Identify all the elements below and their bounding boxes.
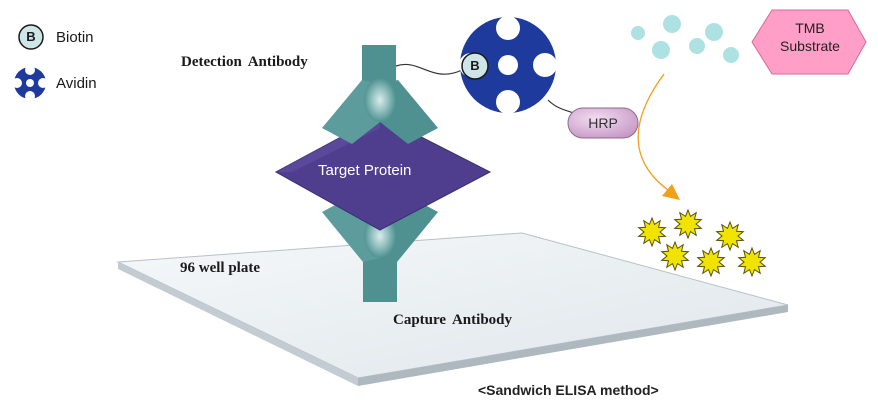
biotin-linker — [395, 63, 463, 75]
biotin-bound — [461, 52, 489, 80]
legend-biotin-label: Biotin — [56, 29, 94, 46]
target-protein-label: Target Protein — [318, 162, 412, 179]
product-star — [673, 208, 703, 240]
detection-antibody — [322, 45, 438, 144]
product-star — [660, 240, 690, 272]
biotin-circle-icon — [18, 24, 44, 50]
hrp-label: HRP — [588, 115, 618, 131]
product-star — [715, 220, 745, 252]
substrate-dots — [631, 15, 739, 63]
product-star — [737, 246, 767, 278]
hrp-enzyme — [567, 107, 639, 139]
tmb-substrate-hexagon — [751, 9, 867, 75]
plate-label: 96 well plate — [180, 260, 260, 276]
avidin-complex — [459, 16, 557, 114]
biotin-bound-symbol: B — [470, 58, 480, 73]
well-plate — [116, 232, 789, 386]
legend-avidin-label: Avidin — [56, 75, 97, 92]
tmb-label-line2: Substrate — [780, 38, 840, 54]
reaction-arrow — [637, 73, 680, 200]
legend-biotin-symbol: B — [26, 29, 36, 44]
detection-antibody-label: Detection Antibody — [181, 54, 308, 70]
tmb-label-line1: TMB — [795, 20, 825, 36]
product-star — [637, 216, 667, 248]
reaction-products — [637, 208, 767, 278]
method-caption: <Sandwich ELISA method> — [478, 382, 659, 398]
capture-antibody-label: Capture Antibody — [393, 312, 513, 328]
avidin-blob-icon — [12, 65, 48, 101]
product-star — [696, 246, 726, 278]
